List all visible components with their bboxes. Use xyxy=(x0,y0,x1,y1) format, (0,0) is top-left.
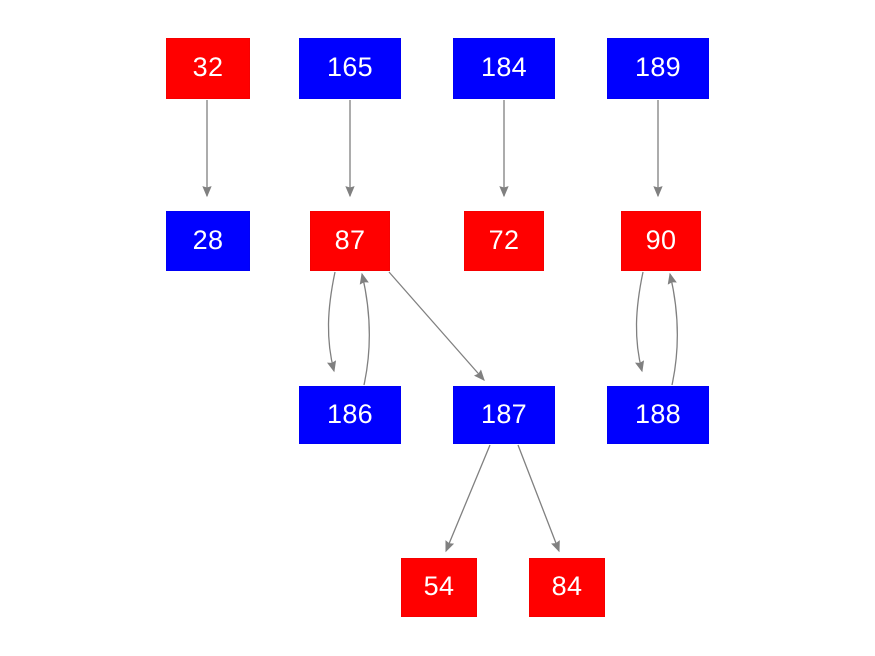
edge-187-to-84 xyxy=(517,444,560,553)
node-label: 165 xyxy=(327,52,373,82)
node-label: 189 xyxy=(635,52,681,82)
graph-node-72[interactable]: 72 xyxy=(464,211,544,271)
graph-node-54[interactable]: 54 xyxy=(401,558,477,617)
node-label: 87 xyxy=(334,224,366,255)
graph-node-187[interactable]: 187 xyxy=(453,386,555,444)
node-label: 187 xyxy=(481,398,527,429)
graph-node-84[interactable]: 84 xyxy=(529,558,605,617)
edge-187-to-54 xyxy=(445,444,491,553)
edge-87-to-186 xyxy=(327,271,337,373)
node-label: 184 xyxy=(481,52,527,82)
node-label: 188 xyxy=(635,398,681,429)
graph-node-184[interactable]: 184 xyxy=(453,38,555,99)
graph-node-186[interactable]: 186 xyxy=(299,386,401,444)
node-label: 28 xyxy=(192,224,224,255)
node-label: 54 xyxy=(423,571,455,601)
node-label: 32 xyxy=(192,52,224,82)
graph-node-32[interactable]: 32 xyxy=(166,38,250,99)
node-label: 186 xyxy=(327,398,373,429)
graph-node-189[interactable]: 189 xyxy=(607,38,709,99)
node-label: 72 xyxy=(488,224,520,255)
edge-87-to-187 xyxy=(388,271,485,381)
graph-node-28[interactable]: 28 xyxy=(166,211,250,271)
node-label: 84 xyxy=(551,571,583,601)
edge-186-to-87 xyxy=(359,272,371,386)
edge-188-to-90 xyxy=(667,272,679,386)
graph-node-87[interactable]: 87 xyxy=(310,211,390,271)
edge-90-to-188 xyxy=(635,271,645,373)
node-label: 90 xyxy=(645,224,677,255)
graph-node-90[interactable]: 90 xyxy=(621,211,701,271)
graph-node-188[interactable]: 188 xyxy=(607,386,709,444)
graph-node-165[interactable]: 165 xyxy=(299,38,401,99)
